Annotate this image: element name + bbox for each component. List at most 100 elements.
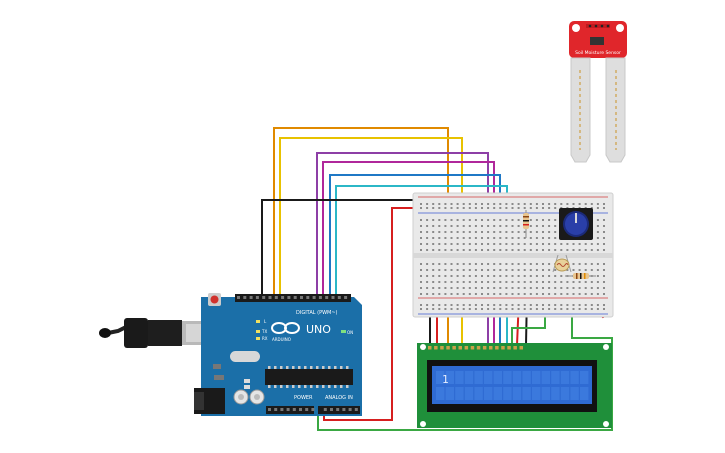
breadboard-hole	[505, 269, 508, 271]
breadboard-hole	[566, 203, 569, 205]
breadboard-hole	[517, 203, 520, 205]
breadboard-hole	[584, 281, 587, 283]
breadboard-hole	[444, 281, 447, 283]
header-pin	[344, 296, 348, 299]
breadboard-hole	[603, 203, 605, 205]
breadboard-hole	[578, 269, 581, 271]
breadboard-hole	[529, 287, 532, 289]
lcd-char-cell	[445, 371, 454, 384]
breadboard-hole	[438, 275, 441, 277]
chip-pin	[328, 366, 331, 369]
breadboard-hole	[474, 231, 477, 233]
breadboard-hole	[529, 293, 532, 295]
breadboard-hole	[523, 203, 526, 205]
breadboard-hole	[450, 287, 453, 289]
breadboard-hole	[450, 281, 453, 283]
breadboard-hole	[444, 219, 447, 221]
breadboard-hole	[505, 287, 508, 289]
potentiometer[interactable]	[559, 208, 593, 240]
lcd-char-cell	[541, 371, 550, 384]
breadboard-hole	[596, 304, 599, 306]
breadboard-hole	[450, 219, 453, 221]
breadboard-hole	[444, 231, 447, 233]
lcd-char-cell	[484, 387, 493, 400]
breadboard-hole	[523, 249, 526, 251]
breadboard-hole	[487, 293, 490, 295]
breadboard-hole	[432, 207, 435, 209]
breadboard-hole	[560, 281, 563, 283]
breadboard-hole	[456, 231, 459, 233]
breadboard-hole	[438, 269, 441, 271]
breadboard-hole	[523, 304, 526, 306]
breadboard-hole	[438, 243, 441, 245]
breadboard-hole	[529, 225, 532, 227]
breadboard-hole	[511, 293, 514, 295]
breadboard-hole	[468, 287, 471, 289]
lcd-text: 1	[442, 373, 449, 386]
breadboard-hole	[474, 287, 477, 289]
header-pin	[243, 296, 247, 299]
arduino-uno-board: DIGITAL (PWM~) L TX RX ON UNO ARDUINO	[194, 293, 362, 416]
lcd-pin	[434, 346, 438, 350]
breadboard-hole	[499, 263, 502, 265]
breadboard-hole	[596, 293, 599, 295]
lcd-char-cell	[532, 387, 541, 400]
breadboard-hole	[487, 231, 490, 233]
breadboard-hole	[493, 263, 496, 265]
microcontroller-chip	[265, 369, 353, 385]
breadboard-hole	[523, 293, 526, 295]
chip-pin	[340, 385, 343, 388]
breadboard-hole	[468, 304, 471, 306]
breadboard-hole	[481, 263, 483, 265]
breadboard-hole	[499, 207, 502, 209]
breadboard-hole	[523, 281, 526, 283]
breadboard-hole	[481, 269, 483, 271]
breadboard-hole	[432, 293, 435, 295]
breadboard-hole	[456, 275, 459, 277]
breadboard-hole	[529, 269, 532, 271]
breadboard-hole	[487, 269, 490, 271]
breadboard-hole	[535, 293, 538, 295]
breadboard-hole	[505, 308, 508, 310]
breadboard-hole	[450, 293, 453, 295]
breadboard-hole	[462, 243, 465, 245]
breadboard-hole	[523, 308, 526, 310]
breadboard-hole	[444, 249, 447, 251]
photoresistor	[552, 254, 572, 273]
breadboard-hole	[420, 203, 422, 205]
breadboard-hole	[420, 225, 422, 227]
breadboard-hole	[456, 225, 459, 227]
breadboard-hole	[468, 293, 471, 295]
breadboard-hole	[462, 263, 465, 265]
lcd-pin	[458, 346, 462, 350]
lcd-char-cell	[512, 387, 522, 400]
breadboard-hole	[560, 243, 563, 245]
breadboard-hole	[523, 243, 526, 245]
lcd-char-cell	[503, 387, 512, 400]
breadboard-hole	[499, 243, 502, 245]
sensor-label: Soil Moisture Sensor	[575, 50, 621, 56]
breadboard-hole	[438, 308, 441, 310]
breadboard-hole	[535, 207, 538, 209]
breadboard-hole	[450, 203, 453, 205]
lcd-char-cell	[532, 371, 541, 384]
breadboard-hole	[517, 275, 520, 277]
breadboard-hole	[481, 249, 483, 251]
breadboard-hole	[517, 281, 520, 283]
breadboard-hole	[462, 275, 465, 277]
breadboard-hole	[511, 231, 514, 233]
breadboard-hole	[517, 293, 520, 295]
header-pin	[331, 296, 335, 299]
breadboard-hole	[542, 287, 544, 289]
breadboard-hole	[523, 237, 526, 239]
breadboard-hole	[462, 287, 465, 289]
soil-moisture-sensor: Soil Moisture Sensor	[569, 21, 627, 163]
lcd-char-cell	[541, 387, 550, 400]
breadboard-hole	[426, 269, 429, 271]
lcd-char-cell	[570, 387, 579, 400]
breadboard-hole	[444, 237, 447, 239]
breadboard-hole	[474, 219, 477, 221]
breadboard-hole	[542, 293, 544, 295]
breadboard-hole	[554, 243, 557, 245]
breadboard-hole	[535, 243, 538, 245]
